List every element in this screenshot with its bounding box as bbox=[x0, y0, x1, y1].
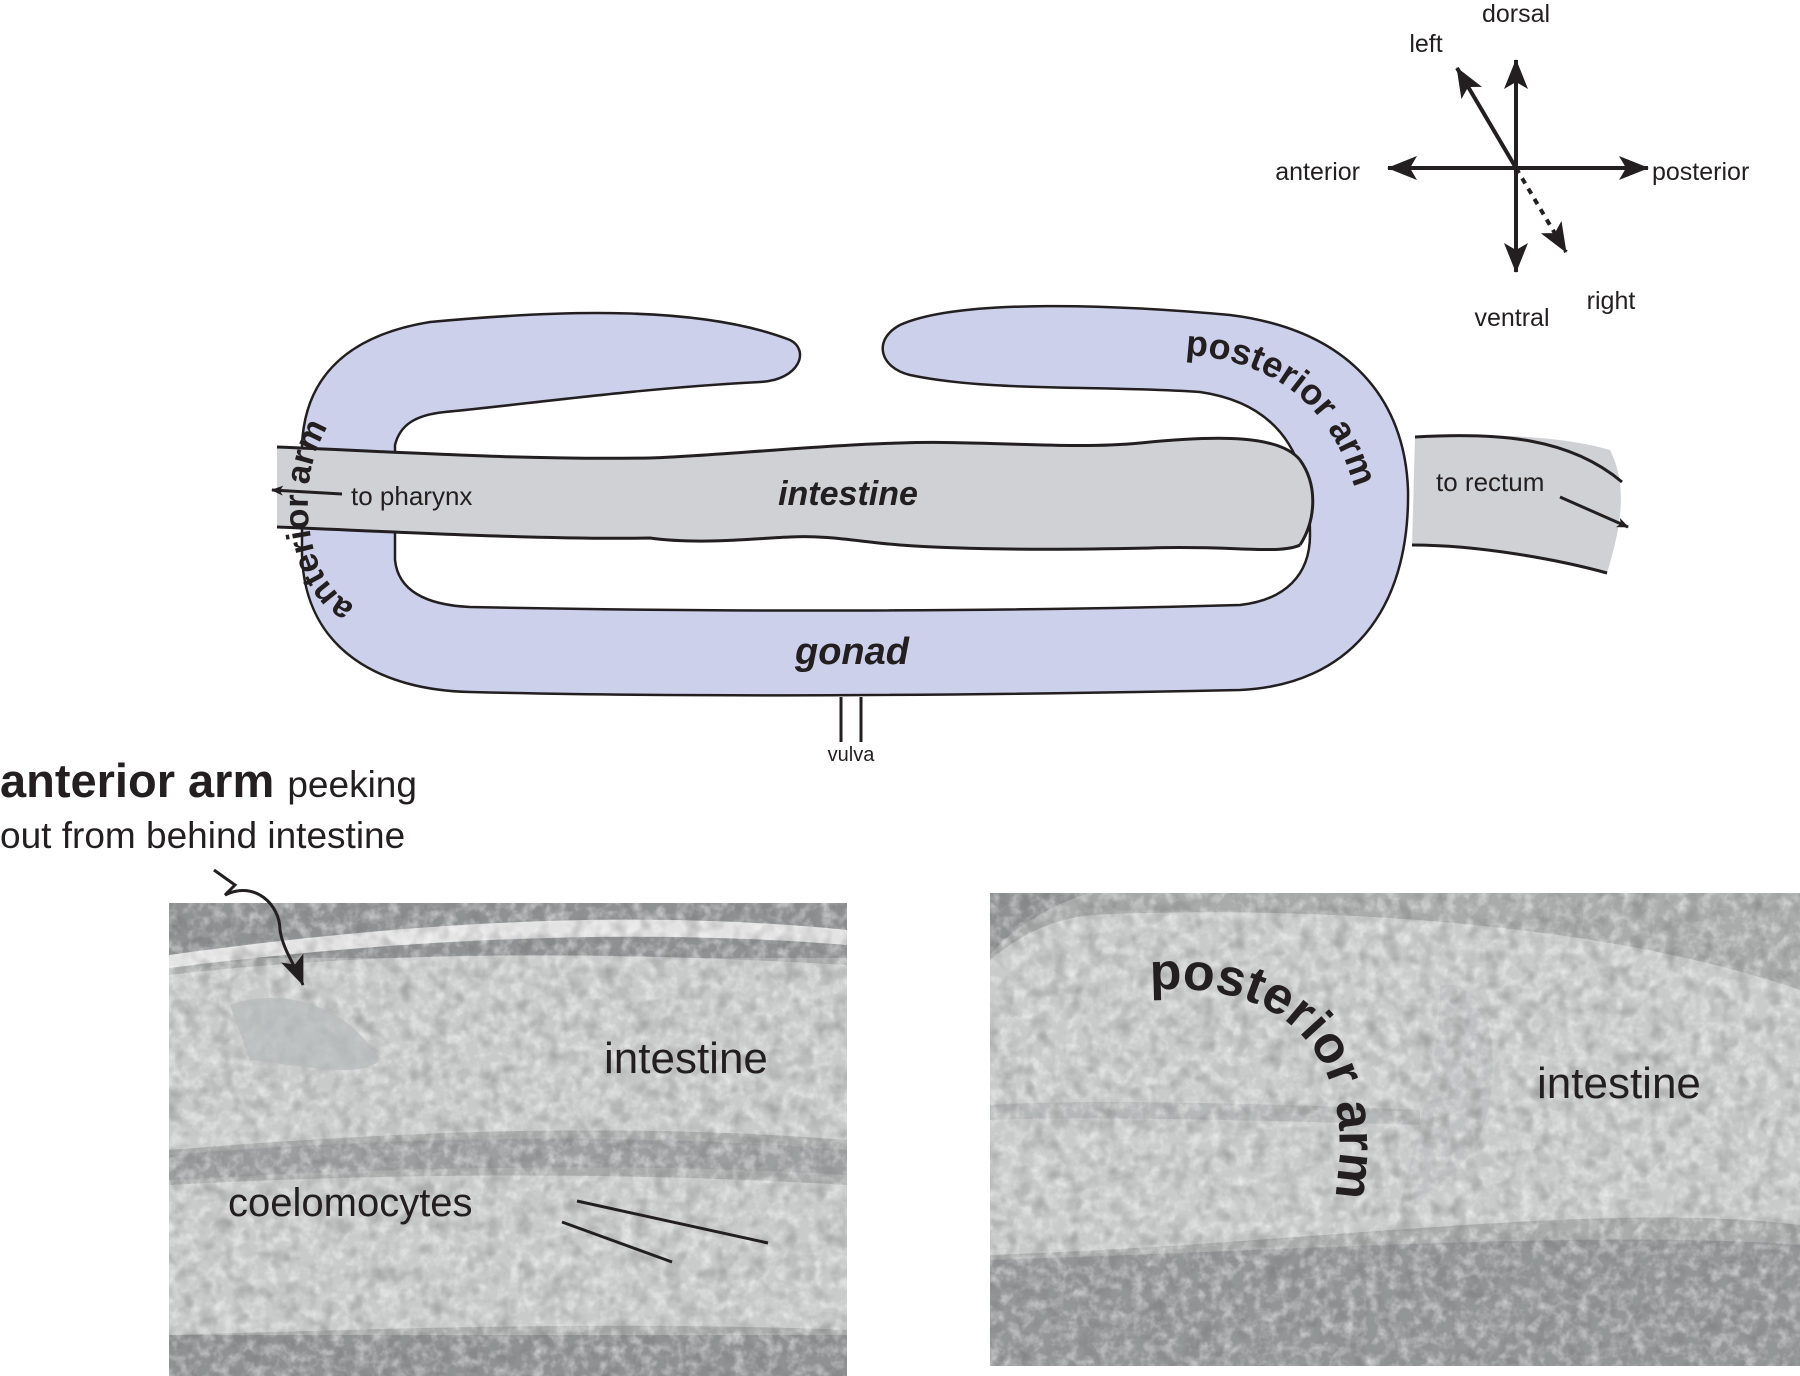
callout-line-1: anterior arm peeking bbox=[0, 754, 417, 807]
intestine-label: intestine bbox=[778, 475, 918, 513]
compass-right-label: right bbox=[1587, 287, 1636, 315]
right-micrograph bbox=[990, 893, 1800, 1366]
callout-squiggle-arrow bbox=[213, 868, 305, 986]
right-arrow bbox=[1514, 166, 1568, 254]
intestine-upper-edge bbox=[276, 436, 1302, 461]
compass-arrows bbox=[1387, 59, 1649, 273]
gonad-label: gonad bbox=[794, 631, 910, 673]
vulva-label: vulva bbox=[828, 744, 876, 766]
left-arrow bbox=[1455, 66, 1518, 170]
compass-dorsal-label: dorsal bbox=[1482, 0, 1550, 28]
rectum-upper-edge bbox=[1414, 434, 1623, 484]
gonad-shape bbox=[300, 304, 1410, 697]
to-pharynx-label: to pharynx bbox=[351, 481, 472, 511]
right-intestine-label: intestine bbox=[1537, 1059, 1701, 1108]
left-intestine-label: intestine bbox=[604, 1034, 768, 1083]
compass-ventral-label: ventral bbox=[1474, 304, 1549, 332]
intestine-loop-edge bbox=[1298, 459, 1315, 546]
compass-left-label: left bbox=[1409, 30, 1442, 58]
to-rectum-label: to rectum bbox=[1436, 467, 1544, 497]
gonad-schematic: vulva intestine gonad anterior arm poste… bbox=[271, 304, 1629, 766]
intestine-lower-edge bbox=[276, 525, 1301, 552]
to-pharynx-arrow bbox=[271, 485, 343, 496]
coelomocytes-label: coelomocytes bbox=[228, 1181, 473, 1225]
coelomocytes-pointers bbox=[561, 1199, 769, 1264]
left-micrograph bbox=[169, 903, 847, 1376]
orientation-compass: dorsal left anterior posterior ventral r… bbox=[1275, 0, 1749, 332]
callout-rest-1: peeking bbox=[287, 764, 417, 805]
rectum-segment bbox=[1412, 435, 1621, 573]
to-rectum-arrow bbox=[1559, 495, 1629, 529]
intestine-shape bbox=[277, 438, 1313, 550]
callout-text: anterior arm peeking out from behind int… bbox=[0, 754, 417, 856]
callout-line-2: out from behind intestine bbox=[0, 815, 405, 856]
callout-bold: anterior arm bbox=[0, 754, 274, 807]
compass-posterior-label: posterior bbox=[1652, 158, 1749, 186]
rectum-lower-edge bbox=[1411, 543, 1608, 575]
vulva-marker bbox=[839, 697, 863, 742]
compass-anterior-label: anterior bbox=[1275, 158, 1360, 186]
